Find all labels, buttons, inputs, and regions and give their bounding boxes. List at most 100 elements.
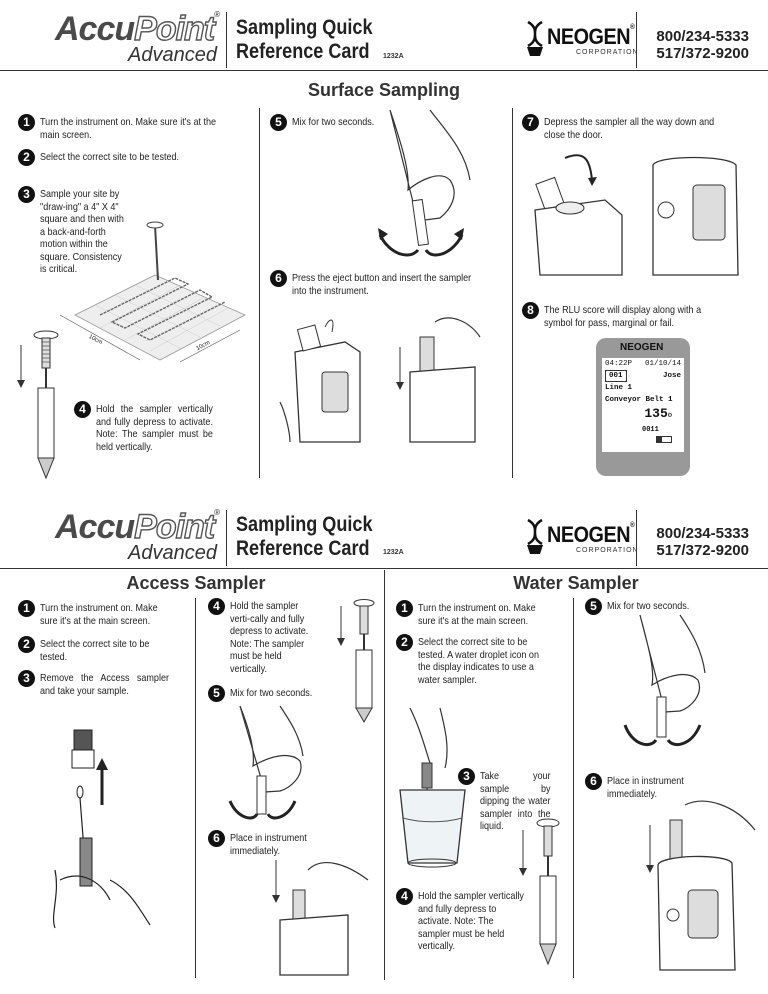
- neogen-reg-mark: ®: [630, 522, 635, 529]
- access-step-5: 5 Mix for two seconds.: [208, 685, 378, 702]
- step-number: 4: [396, 888, 413, 905]
- screen-id: 001: [605, 370, 627, 382]
- screen-site: Conveyor Belt 1: [605, 396, 673, 404]
- step-text: Sample your site by "draw-ing" a 4" X 4"…: [40, 188, 124, 275]
- screen-datetime-row: 04:22P 01/10/14: [602, 358, 684, 370]
- access-step-1: 1 Turn the instrument on. Make sure it's…: [18, 600, 190, 627]
- step-text: Select the correct site to be tested.: [40, 638, 150, 663]
- header-divider: [226, 12, 227, 68]
- surface-step-2: 2 Select the correct site to be tested.: [18, 149, 250, 166]
- instrument-display-frame: NEOGEN 04:22P 01/10/14 001 Jose Line 1 C…: [596, 338, 690, 476]
- step-number: 2: [18, 636, 35, 653]
- sampler-vertical-illustration: [17, 330, 59, 480]
- card-title-line1: Sampling Quick: [236, 513, 373, 536]
- step-text: Mix for two seconds.: [292, 116, 375, 128]
- logo-accu: Accu: [55, 508, 135, 546]
- neogen-reg-mark: ®: [630, 24, 635, 31]
- step-number: 5: [585, 598, 602, 615]
- access-title: Access Sampler: [126, 573, 266, 593]
- step-text: Remove the Access sampler and take your …: [40, 672, 169, 697]
- logo-advanced: Advanced: [128, 542, 217, 564]
- water-step-1: 1 Turn the instrument on. Make sure it's…: [396, 600, 568, 627]
- step-text: Select the correct site to be tested.: [40, 151, 180, 163]
- logo-advanced: Advanced: [128, 44, 217, 66]
- neogen-brand: NEOGEN: [547, 24, 631, 49]
- step-text: Take your sample by dipping the water sa…: [480, 770, 551, 832]
- screen-code: 0011: [642, 426, 659, 434]
- screen-rlu-score: 135: [644, 406, 668, 421]
- access-sampler-vertical-illustration: [337, 599, 375, 724]
- logo-reg-mark: ®: [214, 10, 220, 19]
- step-text: Press the eject button and insert the sa…: [292, 272, 472, 297]
- step-number: 1: [18, 600, 35, 617]
- surface-title: Surface Sampling: [307, 80, 461, 100]
- card-title-line2: Reference Card: [236, 40, 370, 63]
- step-number: 3: [18, 670, 35, 687]
- display-brand: NEOGEN: [620, 342, 664, 353]
- phone-2: 517/372-9200: [656, 45, 749, 62]
- step-number: 4: [208, 598, 225, 615]
- phone-1: 800/234-5333: [656, 525, 749, 542]
- neogen-logo: NEOGEN®: [547, 24, 635, 50]
- access-step-6: 6 Place in instrument immediately.: [208, 830, 378, 857]
- water-title: Water Sampler: [513, 573, 639, 593]
- access-hand-mixing-illustration: [228, 705, 304, 820]
- step-number: 1: [396, 600, 413, 617]
- instrument-open-door-illustration: [279, 319, 361, 443]
- water-step-5: 5 Mix for two seconds.: [585, 598, 755, 615]
- surface-step-7: 7 Depress the sampler all the way down a…: [522, 114, 756, 141]
- water-step-6: 6 Place in instrument immediately.: [585, 773, 755, 800]
- access-sampler-remove-illustration: [52, 729, 151, 929]
- phone-numbers: 800/234-5333 517/372-9200: [645, 28, 749, 62]
- water-step-4: 4 Hold the sampler vertically and fully …: [396, 888, 546, 953]
- step-text: Mix for two seconds.: [230, 687, 313, 699]
- card-title-line1: Sampling Quick: [236, 16, 373, 39]
- surface-step-4: 4 Hold the sampler vertically and fully …: [74, 401, 232, 453]
- screen-id-row: 001 Jose: [602, 370, 684, 382]
- instrument-door-closing-illustration: [534, 154, 623, 276]
- step-number: 6: [270, 270, 287, 287]
- card-title: Sampling Quick Reference Card: [236, 16, 372, 64]
- neogen-corporation: CORPORATION: [576, 547, 639, 554]
- step-text: Turn the instrument on. Make sure it's a…: [40, 602, 158, 627]
- battery-icon: [656, 436, 672, 443]
- card-title: Sampling Quick Reference Card: [236, 513, 372, 561]
- accupoint-logo: AccuPoint®: [55, 507, 220, 547]
- step-text: Turn the instrument on. Make sure it's a…: [418, 602, 536, 627]
- step-text: Turn the instrument on. Make sure it's a…: [40, 116, 217, 141]
- screen-date: 01/10/14: [644, 360, 681, 368]
- water-hand-mixing-illustration: [623, 614, 706, 746]
- neogen-logo: NEOGEN®: [547, 522, 635, 548]
- screen-time: 04:22P: [605, 360, 633, 368]
- doc-code: 1232A: [383, 53, 404, 60]
- neogen-dna-icon: [527, 518, 543, 554]
- neogen-corporation: CORPORATION: [576, 49, 639, 56]
- step-text: Hold the sampler vertically and fully de…: [96, 403, 213, 453]
- step-number: 3: [18, 186, 35, 203]
- phone-numbers: 800/234-5333 517/372-9200: [645, 525, 749, 559]
- surface-step-8: 8 The RLU score will display along with …: [522, 302, 756, 329]
- step-number: 3: [458, 768, 475, 785]
- header-rule: [0, 568, 768, 569]
- step-number: 4: [74, 401, 91, 418]
- step-number: 8: [522, 302, 539, 319]
- water-step-3: 3 Take your sample by dipping the water …: [458, 768, 562, 833]
- step-number: 1: [18, 114, 35, 131]
- card-title-line2: Reference Card: [236, 537, 370, 560]
- surface-swab-illustration: [59, 221, 246, 363]
- step-number: 7: [522, 114, 539, 131]
- water-instrument-insert-illustration: [646, 800, 756, 971]
- phone-2: 517/372-9200: [656, 542, 749, 559]
- access-step-2: 2 Select the correct site to be tested.: [18, 636, 190, 663]
- step-number: 6: [208, 830, 225, 847]
- screen-line: Line 1: [605, 384, 633, 392]
- pass-symbol-icon: ⚙: [667, 412, 672, 420]
- access-step-3: 3 Remove the Access sampler and take you…: [18, 670, 190, 697]
- step-text: The RLU score will display along with a …: [544, 304, 702, 329]
- phone-1: 800/234-5333: [656, 28, 749, 45]
- header-divider: [226, 510, 227, 566]
- water-step-2: 2 Select the correct site to be tested. …: [396, 634, 568, 686]
- surface-step-3: 3 Sample your site by "draw-ing" a 4" X …: [18, 186, 138, 276]
- step-number: 5: [270, 114, 287, 131]
- hand-mixing-illustration: [378, 109, 471, 257]
